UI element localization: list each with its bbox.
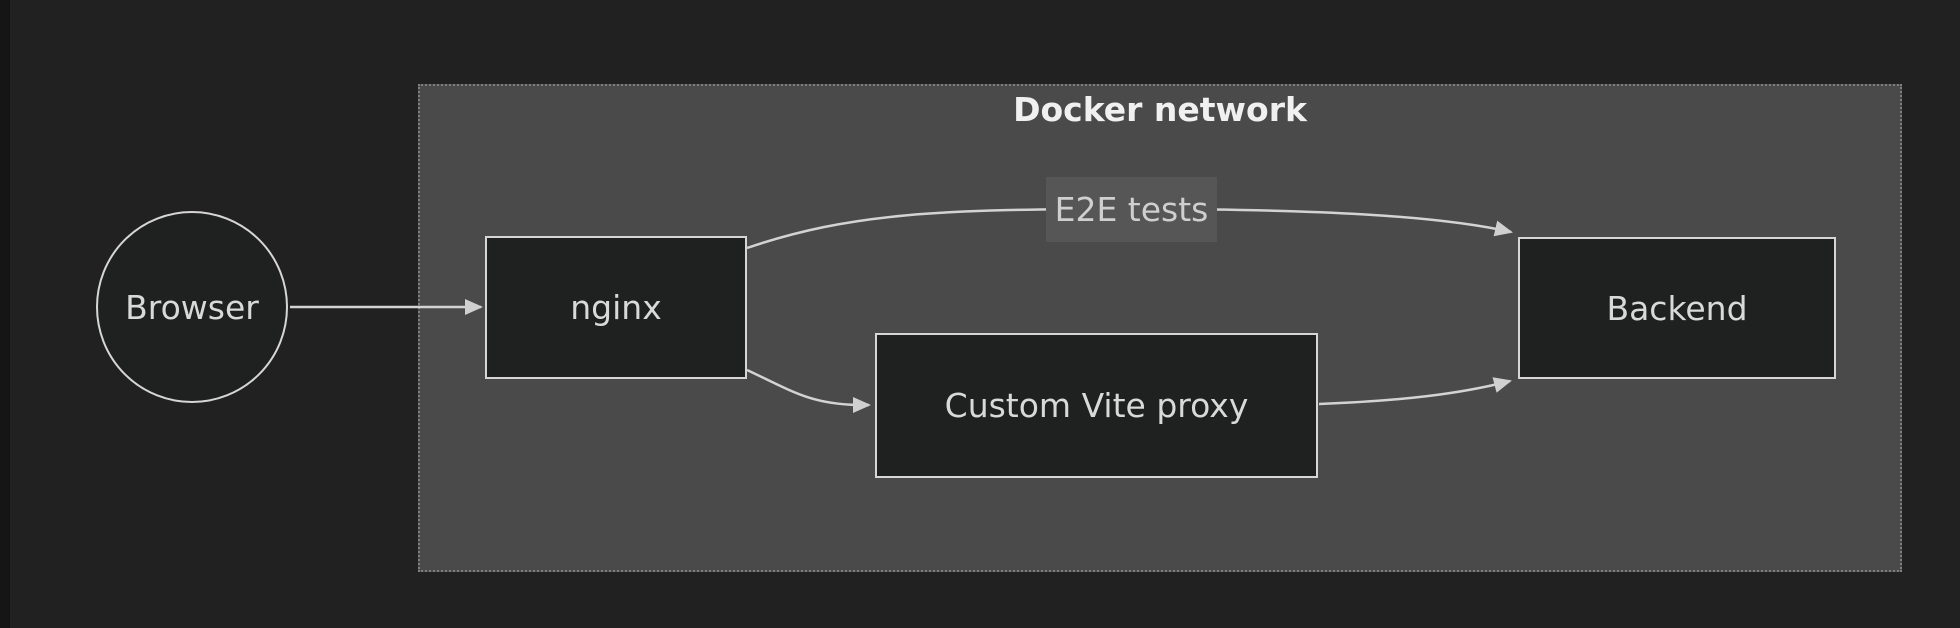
browser-node-label: Browser	[125, 287, 259, 327]
nginx-node: nginx	[485, 236, 747, 379]
cluster-title: Docker network	[1013, 90, 1307, 129]
backend-node-label: Backend	[1606, 288, 1748, 328]
custom-vite-proxy-node: Custom Vite proxy	[875, 333, 1318, 478]
backend-node: Backend	[1518, 237, 1836, 379]
edge-nginx-to-custom-vite-proxy	[746, 368, 871, 413]
custom-vite-proxy-node-label: Custom Vite proxy	[944, 386, 1249, 425]
edge-custom-vite-proxy-to-backend	[1318, 377, 1512, 406]
left-edge-strip	[0, 0, 10, 628]
nginx-node-label: nginx	[570, 288, 662, 327]
e2e-tests-edge-label: E2E tests	[1046, 177, 1217, 242]
browser-node: Browser	[96, 211, 288, 403]
